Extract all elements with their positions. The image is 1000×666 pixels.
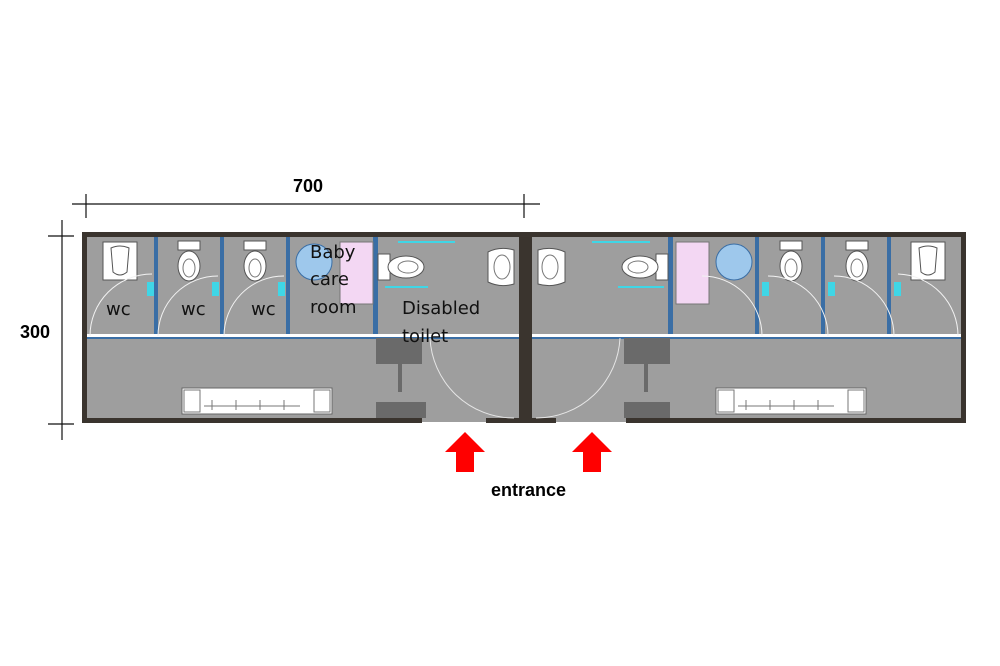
room-label-baby-care-line3: room bbox=[310, 297, 357, 318]
dimension-height bbox=[48, 220, 74, 440]
baby-changing-table bbox=[339, 241, 374, 305]
room-label-disabled-line1: Disabled bbox=[402, 298, 481, 319]
entrance-label: entrance bbox=[491, 480, 567, 500]
toilet-fixture bbox=[845, 240, 869, 282]
toilet-fixture bbox=[177, 240, 201, 282]
dimension-width bbox=[72, 194, 540, 218]
accessible-toilet-fixture bbox=[621, 253, 669, 281]
washbasin-counter bbox=[181, 387, 333, 415]
baby-seat bbox=[715, 243, 753, 281]
washbasin-fixture bbox=[537, 247, 566, 287]
entrance-arrow-right bbox=[572, 432, 612, 472]
baby-seat bbox=[295, 243, 333, 281]
urinal-fixture bbox=[910, 241, 946, 281]
room-label-baby-care-line1: Baby bbox=[310, 242, 356, 263]
room-label-disabled-line2: toilet bbox=[402, 326, 449, 347]
room-label-baby-care-line2: care bbox=[310, 269, 350, 290]
room-label-wc-1: wc bbox=[106, 299, 131, 320]
room-label-wc-2: wc bbox=[181, 299, 206, 320]
toilet-fixture bbox=[243, 240, 267, 282]
room-label-wc-3: wc bbox=[251, 299, 276, 320]
right-module-interior bbox=[532, 237, 961, 419]
height-dimension-label: 300 bbox=[20, 322, 51, 342]
urinal-fixture bbox=[102, 241, 138, 281]
left-module-interior bbox=[87, 237, 519, 419]
grab-rail bbox=[385, 241, 455, 288]
grab-rail bbox=[592, 241, 664, 288]
outer-walls bbox=[82, 232, 966, 423]
baby-changing-table bbox=[675, 241, 710, 305]
width-dimension-label: 700 bbox=[293, 176, 324, 196]
washbasin-counter bbox=[715, 387, 867, 415]
entrance-arrow-left bbox=[445, 432, 485, 472]
washbasin-fixture bbox=[487, 247, 515, 287]
toilet-fixture bbox=[779, 240, 803, 282]
accessible-toilet-fixture bbox=[377, 253, 425, 281]
